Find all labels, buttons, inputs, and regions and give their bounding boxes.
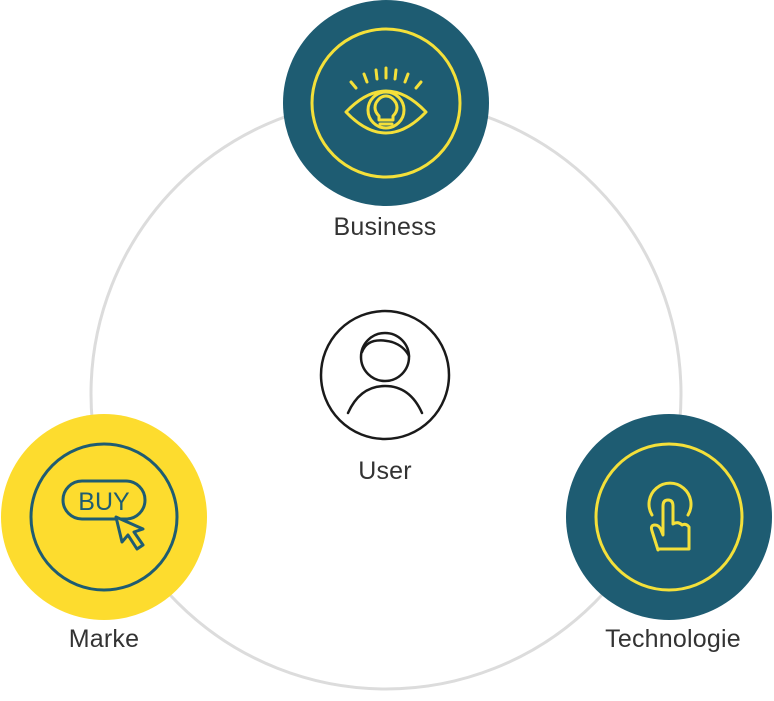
- user-node: [319, 309, 451, 441]
- touch-pointer-icon: [647, 481, 693, 552]
- business-node: [283, 0, 489, 206]
- technologie-node: [566, 414, 772, 620]
- marke-label: Marke: [68, 625, 140, 653]
- buy-button-cursor-icon: BUY: [61, 479, 147, 551]
- business-label: Business: [333, 213, 437, 241]
- buy-text: BUY: [78, 488, 130, 516]
- user-label: User: [358, 457, 412, 485]
- eye-lightbulb-icon: [344, 66, 428, 135]
- technologie-label: Technologie: [605, 625, 741, 653]
- marke-node: BUY: [1, 414, 207, 620]
- user-icon: [346, 331, 424, 415]
